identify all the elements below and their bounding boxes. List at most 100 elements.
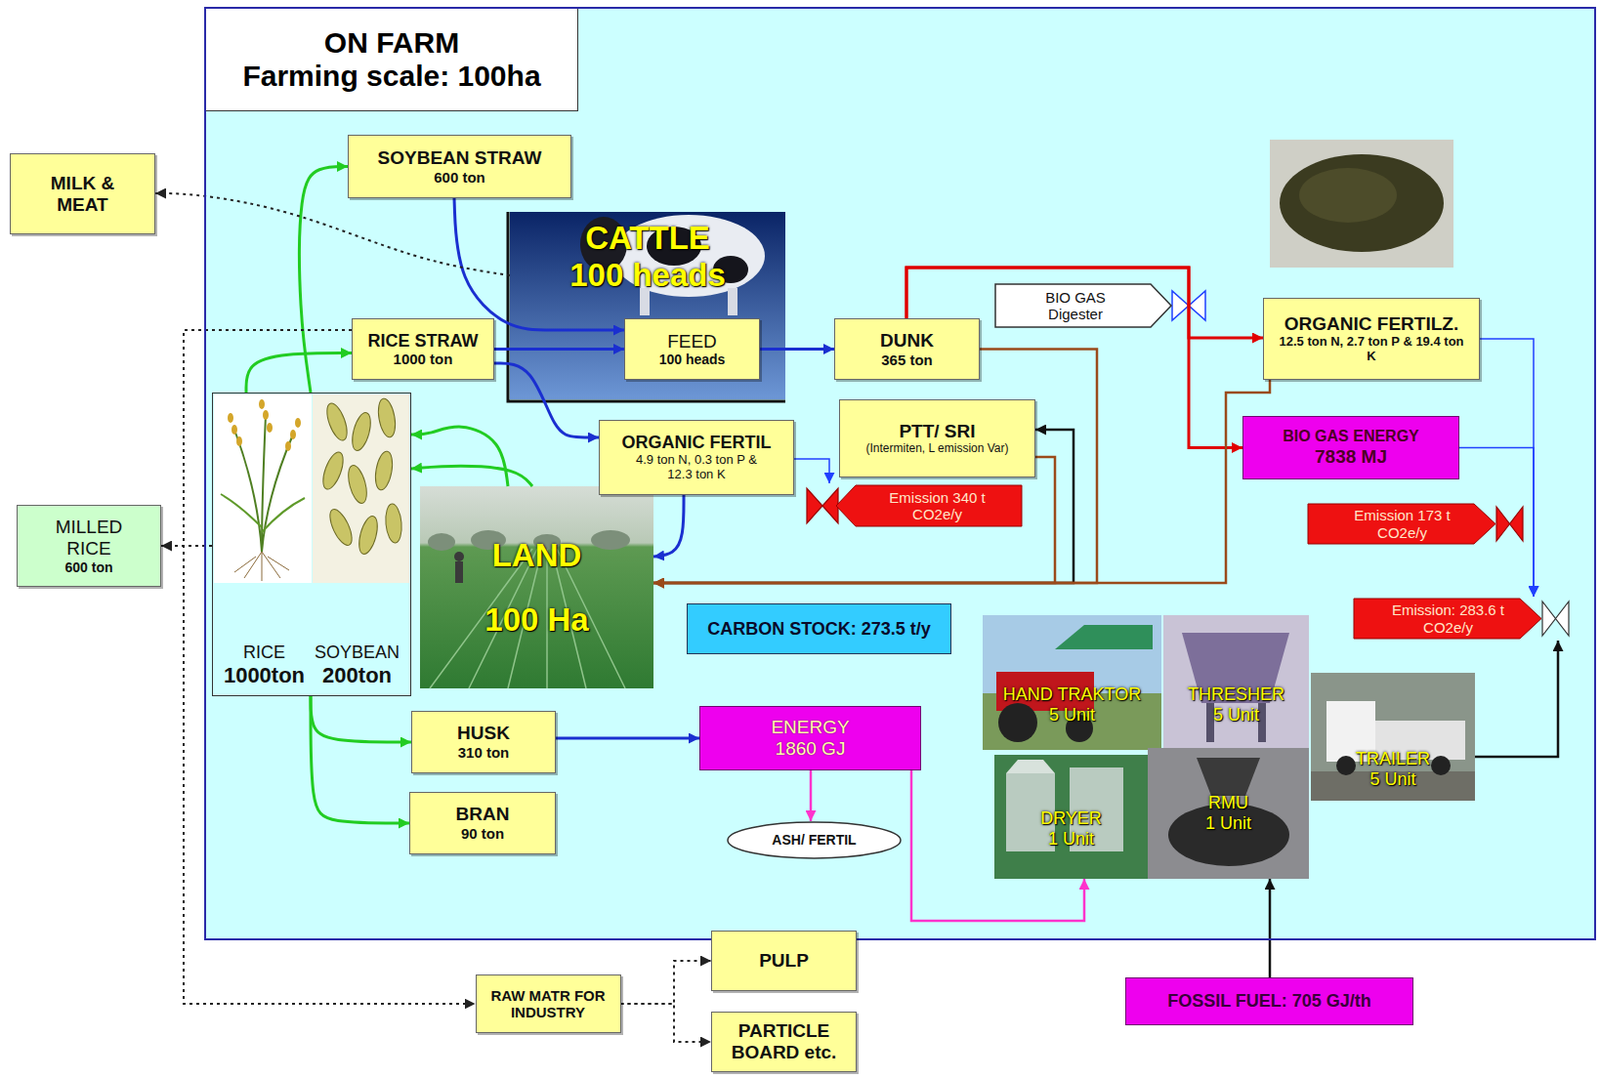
flow-connector [794,459,830,484]
product-box: PARTICLE BOARD etc. [711,1011,857,1073]
node-label: PULP [758,950,809,972]
node-label: MILK & MEAT [39,172,127,216]
rice-plant [227,413,234,423]
node-label: MILLED RICE [40,516,138,560]
rice-plant [234,429,262,552]
process-box: RICE STRAW1000 ton [351,318,495,380]
product-box: MILK & MEAT [9,153,156,235]
process-box: BRAN90 ton [409,792,556,855]
rice-plant [213,394,312,584]
rice-plant [261,498,305,533]
valve-symbol [1542,601,1557,636]
text-group: CARBON STOCK: 273.5 t/y [707,619,931,640]
soybean-pods [312,394,410,584]
trailer-photo [1310,673,1475,801]
process-box: DUNK365 ton [834,318,980,380]
cattle-photo [507,211,786,402]
text-group: PULP [758,950,809,972]
energy-box: FOSSIL FUEL: 705 GJ/th [1125,977,1414,1026]
equipment-photo: DRYER1 Unit [994,755,1148,880]
thresher-photo [1258,703,1266,743]
text-group: THRESHER5 Unit [1187,684,1285,725]
text-group: LAND100 Ha [484,537,589,639]
flow-connector [183,330,476,1005]
flow-connector [411,426,508,487]
soybean-pods [376,397,399,439]
flow-connector [411,465,533,487]
text-group: BIO GAS Digester [1036,289,1115,324]
text-group: ORGANIC FERTILZ.12.5 ton N, 2.7 ton P & … [1273,313,1470,365]
trailer-photo [1310,673,1475,801]
equipment-photo: TRAILER5 Unit [1310,673,1475,801]
node-label: RAW MATR FOR INDUSTRY [482,987,615,1022]
dryer-photo [994,755,1148,880]
process-box: FEED100 heads [624,318,760,380]
cattle-photo [727,288,738,316]
text-group: DUNK365 ton [880,330,934,369]
text-group: RICE STRAW1000 ton [367,331,478,369]
rice-mill-photo [1147,748,1309,880]
output-ellipse: ASH/ FERTIL [726,821,902,860]
node-label: 1 Unit [1205,813,1252,835]
node-label: (Intermiten, L emission Var) [865,442,1009,457]
text-group: HUSK310 ton [457,722,510,761]
node-label: 5 Unit [1213,705,1260,726]
node-label: FEED [667,331,717,353]
rice-plant [290,429,296,440]
flow-connector [1479,338,1534,597]
node-label: RMU [1208,793,1249,814]
text-group: ORGANIC FERTIL4.9 ton N, 0.3 ton P & 12.… [622,432,772,483]
thresher-photo [1206,703,1215,743]
flow-connector [1474,640,1558,758]
process-box: ORGANIC FERTILZ.12.5 ton N, 2.7 ton P & … [1263,297,1480,380]
flow-connector [653,495,684,557]
node-label: PTT/ SRI [898,421,975,443]
product-box: PULP [711,930,857,992]
text-group: PARTICLE BOARD etc. [725,1020,843,1064]
land-photo [420,486,654,689]
node-label: BRAN [456,803,510,826]
digester-shape: BIO GAS Digester [994,283,1173,329]
rice-plant [231,424,238,435]
node-label: Emission: 283.6 t CO2e/y [1382,601,1515,636]
valve-symbol [1510,506,1524,542]
valve-symbol [1496,506,1511,542]
node-label: TRAILER [1355,749,1431,770]
soybean-pods [319,449,348,492]
valve-symbol [806,488,823,524]
rice-plant [234,551,290,582]
node-label: Farming scale: 100ha [242,59,541,94]
thresher-photo [1163,615,1309,751]
node-label: 310 ton [458,744,510,761]
flow-connector [809,770,813,822]
soybean-pods [348,411,375,454]
land-photo [420,486,654,689]
land-panel: LAND100 Ha [420,486,654,689]
text-group: ASH/ FERTIL [771,832,856,848]
digester-outline [995,284,1172,328]
text-group: BRAN90 ton [456,803,510,843]
text-group: TRAILER5 Unit [1355,749,1431,790]
process-box: SOYBEAN STRAW600 ton [347,134,572,199]
node-label: CATTLE [585,219,711,257]
rice-mill-photo [1147,748,1309,880]
tractor-photo [1054,625,1153,650]
node-label: ASH/ FERTIL [771,832,856,848]
text-group: CATTLE100 heads [569,219,726,295]
rice-plant [213,394,312,584]
flow-connector [621,961,713,1005]
equipment-photo: HAND TRAKTOR5 Unit [982,615,1162,751]
text-group: FOSSIL FUEL: 705 GJ/th [1167,991,1372,1012]
equipment-photo: RMU1 Unit [1147,748,1309,880]
rice-plant [262,410,269,421]
dryer-photo [994,755,1148,880]
soybean-pods [344,463,371,506]
node-label: Emission 340 t CO2e/y [871,489,1004,524]
rice-mill-photo [1196,757,1261,797]
node-label: SOYBEAN [314,642,400,664]
node-label: 1 Unit [1048,829,1095,850]
node-label: DRYER [1040,808,1102,830]
equipment-photo: THRESHER5 Unit [1163,615,1309,751]
rice-plant [261,434,294,552]
